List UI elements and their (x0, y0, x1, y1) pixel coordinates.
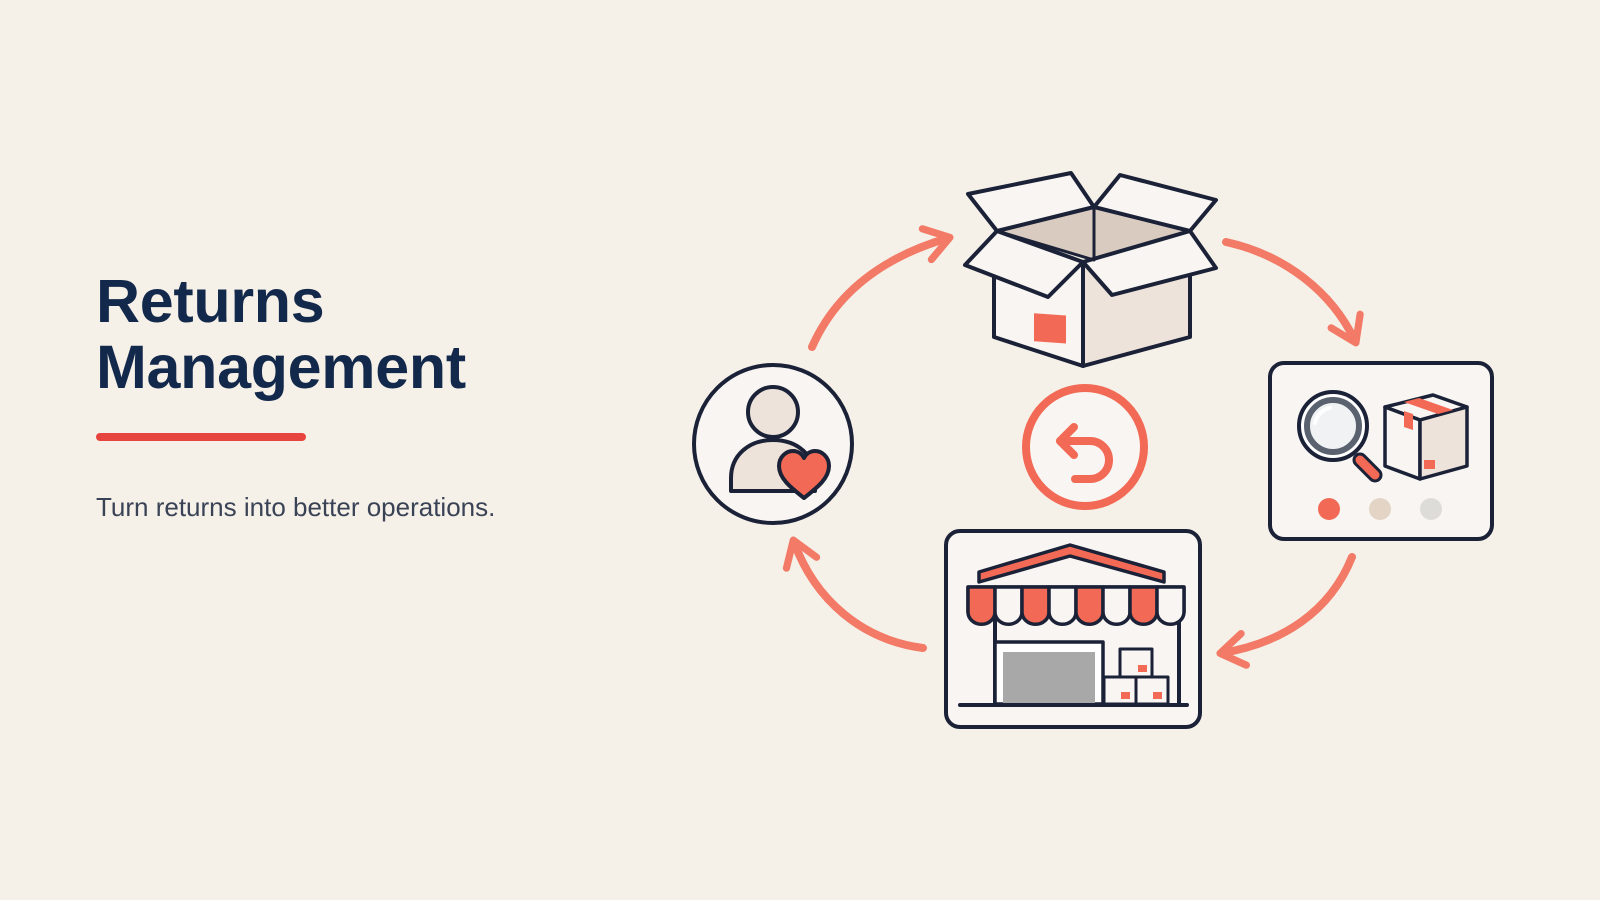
inspection-status-dots (1318, 498, 1442, 520)
page-title: Returns Management (96, 268, 466, 400)
arrow-warehouse-to-customer (782, 536, 927, 652)
awning-scallop (1155, 585, 1186, 627)
awning-scallop (1101, 585, 1132, 627)
title-line-2: Management (96, 333, 466, 401)
status-dot-3 (1420, 498, 1442, 520)
arrow-inspection-to-warehouse (1216, 553, 1356, 669)
awning-scallop (1128, 585, 1159, 627)
heart-icon (777, 449, 831, 500)
arrow-box-to-inspection (1222, 238, 1364, 347)
awning-scallop (1074, 585, 1105, 627)
inspection-icon (1268, 361, 1494, 541)
customer-heart-icon (692, 363, 854, 525)
arrow-customer-to-box (808, 225, 954, 351)
subtitle: Turn returns into better operations. (96, 492, 496, 522)
stacked-boxes (1102, 647, 1170, 706)
status-dot-1 (1318, 498, 1340, 520)
awning (966, 585, 1186, 627)
awning-scallop (966, 585, 997, 627)
open-box-icon (963, 171, 1218, 368)
title-line-1: Returns (96, 267, 325, 335)
package-icon (1383, 393, 1469, 481)
undo-icon (1022, 384, 1148, 510)
status-dot-2 (1369, 498, 1391, 520)
awning-scallop (993, 585, 1024, 627)
magnifier-icon (1297, 390, 1383, 483)
awning-scallop (1020, 585, 1051, 627)
warehouse-icon (944, 529, 1202, 729)
title-accent-bar (96, 433, 306, 441)
cycle-arrows (782, 225, 1364, 669)
awning-scallop (1047, 585, 1078, 627)
